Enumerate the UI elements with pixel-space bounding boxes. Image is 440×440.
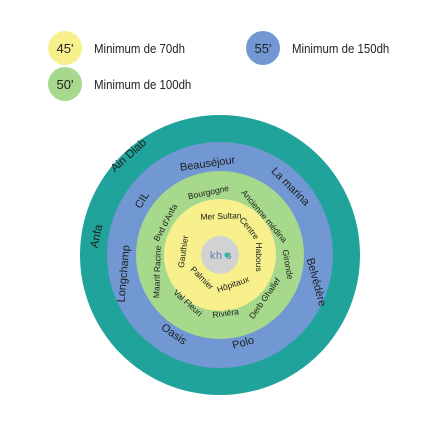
legend-item-55min: 55' Minimum de 150dh <box>246 31 403 65</box>
legend-label-150dh: Minimum de 150dh <box>292 40 390 56</box>
legend-label-70dh: Minimum de 70dh <box>94 40 185 56</box>
zone-label-anfa: Anfa <box>89 223 106 249</box>
center-logo-disc <box>201 236 239 274</box>
time-badge-50: 50' <box>48 67 82 101</box>
time-badge-55: 55' <box>246 31 280 65</box>
zone-label-riviera: Riviéra <box>212 306 240 320</box>
zone-label-maarif-racine: Maarif Racine <box>151 245 163 298</box>
legend-item-50min: 50' Minimum de 100dh <box>48 67 205 101</box>
zone-label-gauthier: Gauthier <box>176 235 190 269</box>
legend-item-45min: 45' Minimum de 70dh <box>48 31 197 65</box>
logo-dot <box>224 252 230 258</box>
zone-label-longchamp: Longchamp <box>116 245 133 303</box>
zone-label-mer-sultan: Mer Sultan <box>200 210 242 221</box>
zone-label-polo: Polo <box>231 334 255 351</box>
zone-label-habous: Habous <box>254 242 264 271</box>
legend-label-100dh: Minimum de 100dh <box>94 76 192 92</box>
time-badge-45: 45' <box>48 31 82 65</box>
